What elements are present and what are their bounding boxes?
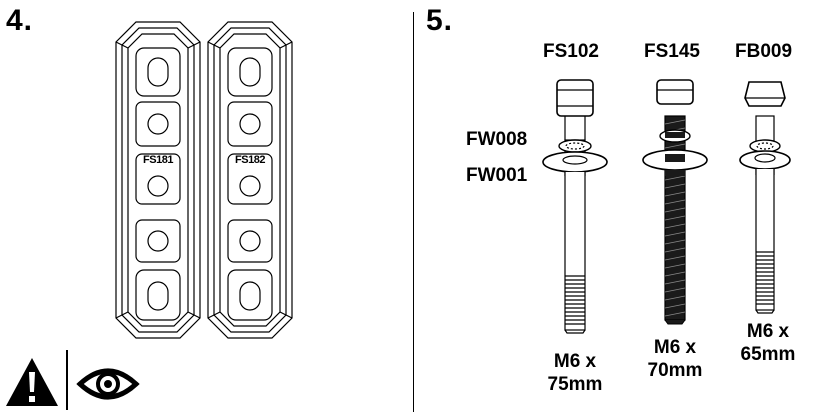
warning-triangle-icon	[6, 358, 58, 406]
bolt-code-fs102: FS102	[543, 41, 599, 62]
step-number-4: 4.	[6, 4, 34, 37]
washer-code-fw008: FW008	[466, 129, 528, 150]
bolt-size-fs145: M6 x 70mm	[647, 337, 703, 381]
bolt-fs102	[542, 79, 608, 334]
pad-label-fs182: FS182	[235, 154, 265, 166]
bolt-code-fs145: FS145	[644, 41, 700, 62]
step-number-5: 5.	[426, 4, 454, 37]
step-divider	[413, 12, 414, 412]
bolt-fb009	[739, 81, 791, 314]
rubber-pad-right	[207, 21, 293, 339]
eye-icon	[76, 368, 140, 400]
bolt-size-fb009: M6 x 65mm	[740, 321, 796, 365]
pad-label-fs181: FS181	[143, 154, 173, 166]
bolt-fs145	[642, 79, 708, 325]
bolt-code-fb009: FB009	[735, 41, 793, 62]
icon-divider	[66, 350, 68, 410]
bolt-size-fs102: M6 x 75mm	[547, 351, 603, 395]
rubber-pad-left	[115, 21, 201, 339]
washer-code-fw001: FW001	[466, 165, 528, 186]
